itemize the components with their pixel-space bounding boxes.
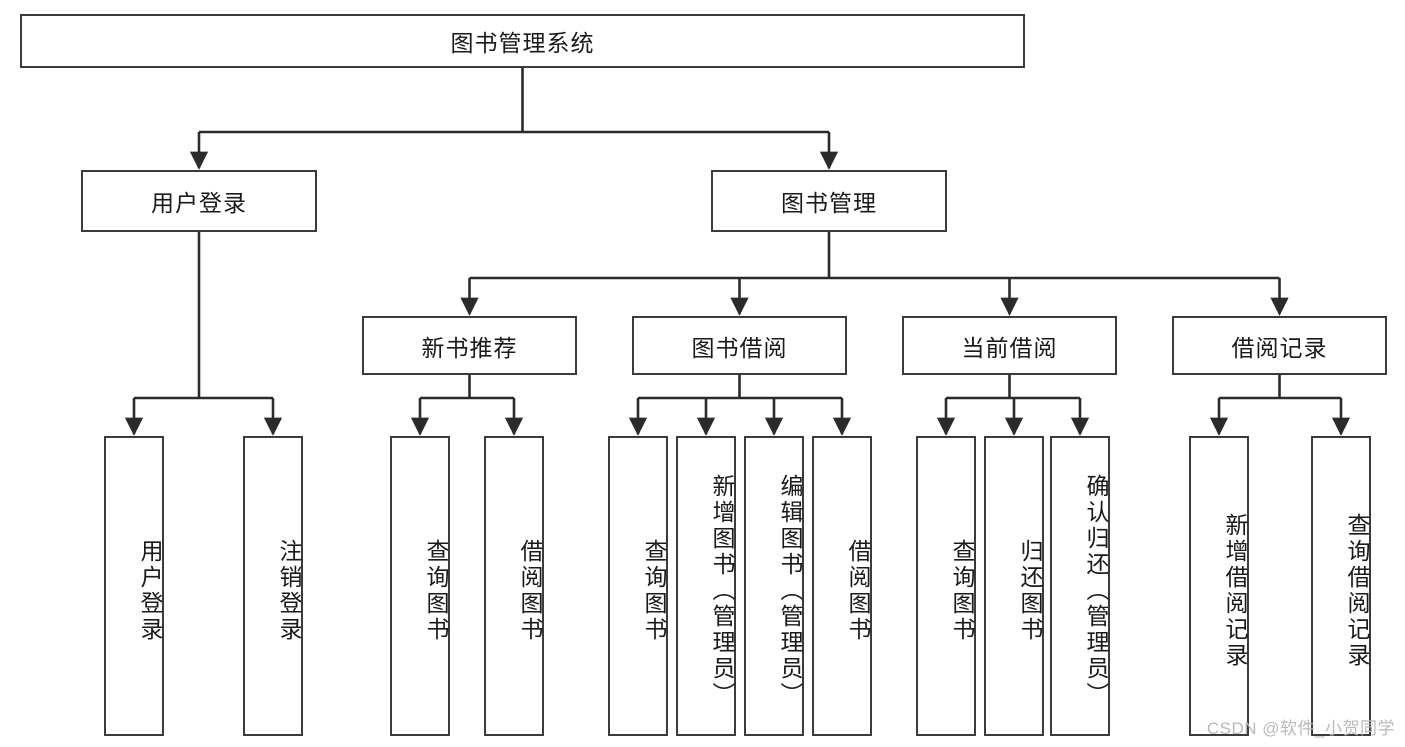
node-borrow-record-label: 借阅记录 <box>1231 334 1328 361</box>
node-leaf-logout[interactable]: 注销登录 <box>243 436 303 736</box>
node-leaf-query-book-rec[interactable]: 查询图书 <box>390 436 450 736</box>
node-user-login[interactable]: 用户登录 <box>81 170 317 232</box>
node-book-manage-label: 图书管理 <box>781 190 877 216</box>
node-leaf-return-book-label: 归还图书 <box>1017 539 1043 643</box>
node-leaf-edit-book-label: 编辑图书（管理员） <box>777 474 803 708</box>
node-leaf-logout-label: 注销登录 <box>276 539 302 643</box>
node-new-book-rec-label: 新书推荐 <box>421 334 518 361</box>
node-leaf-borrow-book-label: 借阅图书 <box>845 539 871 643</box>
node-leaf-query-book-borrow-label: 查询图书 <box>641 539 667 643</box>
node-leaf-query-book-rec-label: 查询图书 <box>423 539 449 643</box>
node-leaf-query-record[interactable]: 查询借阅记录 <box>1311 436 1371 736</box>
node-borrow-record[interactable]: 借阅记录 <box>1172 316 1387 375</box>
node-book-borrow[interactable]: 图书借阅 <box>632 316 847 375</box>
node-leaf-add-book[interactable]: 新增图书（管理员） <box>676 436 736 736</box>
node-leaf-query-book-current[interactable]: 查询图书 <box>916 436 976 736</box>
node-leaf-edit-book[interactable]: 编辑图书（管理员） <box>744 436 804 736</box>
node-leaf-borrow-book[interactable]: 借阅图书 <box>812 436 872 736</box>
node-new-book-rec[interactable]: 新书推荐 <box>362 316 577 375</box>
node-leaf-query-book-current-label: 查询图书 <box>949 539 975 643</box>
node-leaf-add-record[interactable]: 新增借阅记录 <box>1189 436 1249 736</box>
node-current-borrow[interactable]: 当前借阅 <box>902 316 1117 375</box>
node-leaf-return-book[interactable]: 归还图书 <box>984 436 1044 736</box>
node-leaf-add-record-label: 新增借阅记录 <box>1222 513 1248 669</box>
node-leaf-add-book-label: 新增图书（管理员） <box>709 474 735 708</box>
node-book-manage[interactable]: 图书管理 <box>711 170 947 232</box>
node-leaf-confirm-return[interactable]: 确认归还（管理员） <box>1050 436 1110 736</box>
node-leaf-user-login[interactable]: 用户登录 <box>104 436 164 736</box>
node-user-login-label: 用户登录 <box>151 190 247 216</box>
node-leaf-query-book-borrow[interactable]: 查询图书 <box>608 436 668 736</box>
node-leaf-borrow-book-rec-label: 借阅图书 <box>517 539 543 643</box>
csdn-watermark: CSDN @软件_小贺同学 <box>1206 719 1395 738</box>
node-leaf-user-login-label: 用户登录 <box>137 539 163 643</box>
node-root-label: 图书管理系统 <box>450 30 595 56</box>
node-leaf-query-record-label: 查询借阅记录 <box>1344 513 1370 669</box>
node-current-borrow-label: 当前借阅 <box>961 334 1058 361</box>
node-root[interactable]: 图书管理系统 <box>20 14 1025 68</box>
node-leaf-confirm-return-label: 确认归还（管理员） <box>1083 474 1109 708</box>
node-book-borrow-label: 图书借阅 <box>691 334 788 361</box>
node-leaf-borrow-book-rec[interactable]: 借阅图书 <box>484 436 544 736</box>
